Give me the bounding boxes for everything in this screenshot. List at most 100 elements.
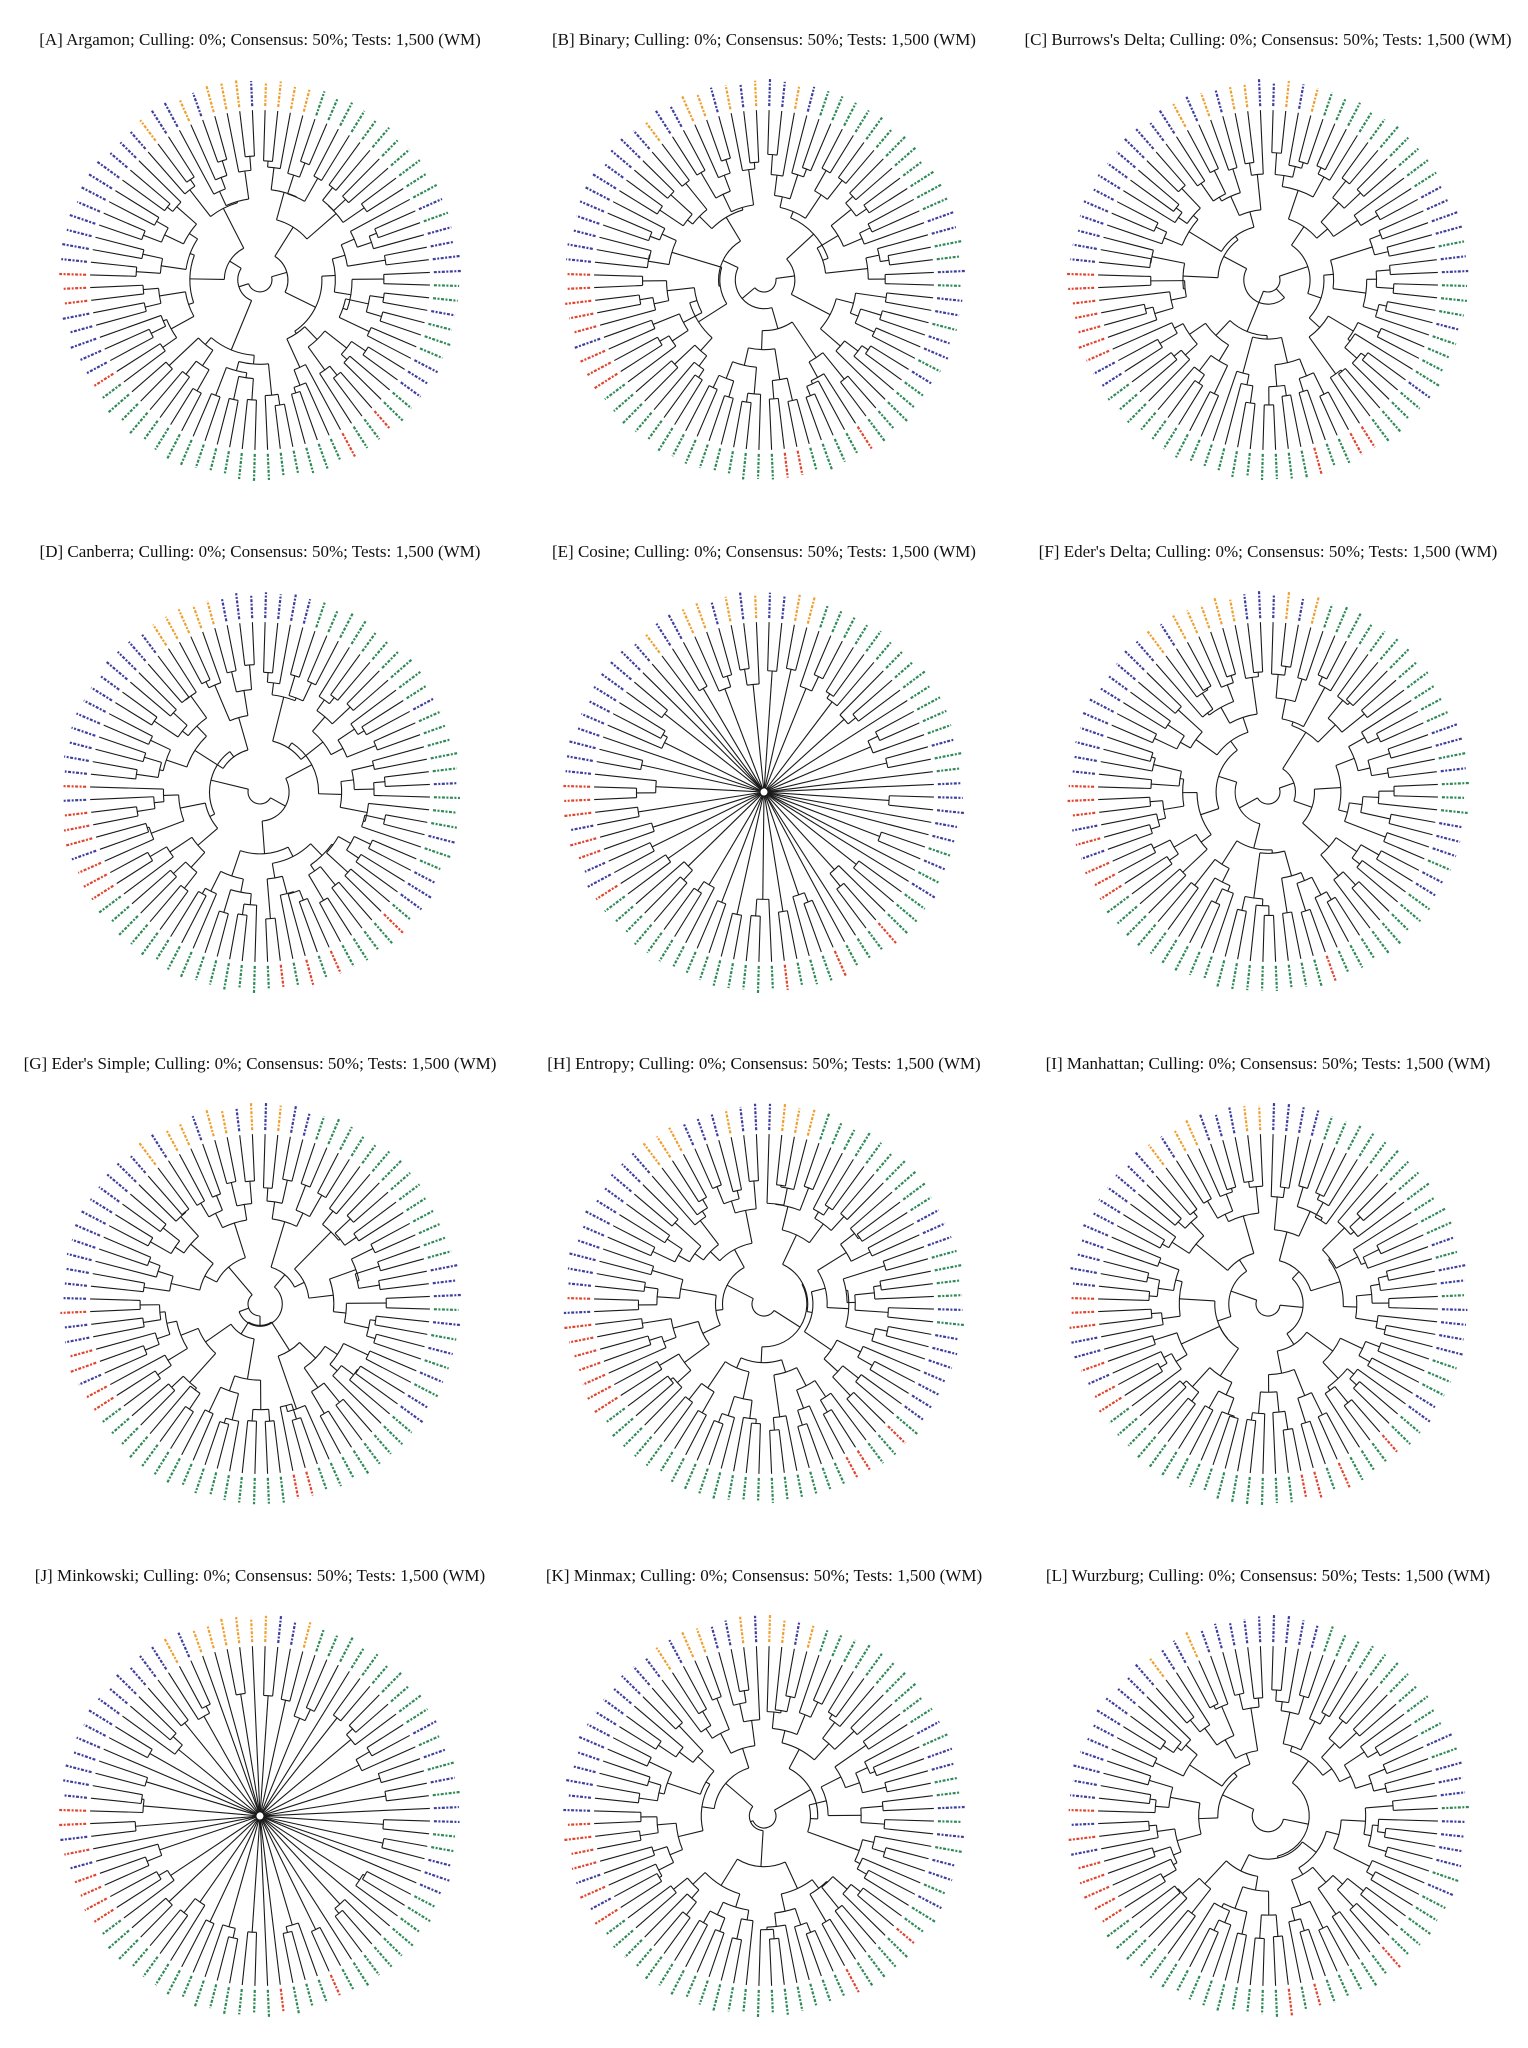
leaf-label-mark	[1414, 1708, 1436, 1724]
leaf-label-mark	[910, 685, 930, 700]
dendrogram-branch	[1325, 1412, 1350, 1454]
dendrogram-branch	[211, 393, 221, 398]
dendrogram-branch	[1352, 1249, 1362, 1265]
dendrogram-branch	[1148, 1821, 1150, 1831]
leaf-label-mark	[1102, 1908, 1122, 1923]
leaf-label-mark	[428, 834, 456, 844]
dendrogram-branch	[376, 1333, 425, 1348]
leaf-label-mark	[107, 393, 130, 414]
leaf-label-mark	[223, 1475, 231, 1501]
dendrogram-branch	[860, 308, 882, 316]
leaf-label-mark	[742, 1476, 747, 1501]
leaf-label-mark	[934, 1776, 958, 1784]
dendrogram-branch	[682, 130, 706, 171]
leaf-label-mark	[101, 383, 122, 400]
dendrogram-branch	[1239, 797, 1258, 809]
dendrogram-branch	[140, 1794, 144, 1804]
leaf-label-mark	[1435, 1250, 1458, 1259]
leaf-label-mark	[433, 1805, 459, 1810]
dendrogram-branch	[276, 219, 308, 240]
leaf-label-mark	[1379, 1149, 1400, 1172]
dendrogram-branch	[202, 119, 219, 163]
dendrogram-branch	[1170, 296, 1187, 301]
dendrogram-branch	[743, 1647, 750, 1691]
dendrogram-branch	[612, 1737, 652, 1758]
dendrogram-branch	[300, 1142, 316, 1184]
dendrogram-branch	[196, 369, 210, 392]
dendrogram-branch	[730, 1137, 743, 1190]
dendrogram-branch	[678, 1254, 690, 1263]
dendrogram-branch	[708, 1423, 724, 1466]
dendrogram-branch	[365, 295, 371, 313]
dendrogram-branch	[678, 313, 689, 331]
dendrogram-branch	[717, 900, 726, 905]
leaf-label-mark	[238, 1988, 243, 2015]
dendrogram-branch	[366, 1871, 412, 1895]
dendrogram-branch	[871, 327, 877, 337]
dendrogram-branch	[594, 274, 643, 277]
leaf-label-mark	[887, 913, 909, 935]
leaf-label-mark	[1381, 1946, 1401, 1968]
dendrogram-branch	[147, 1257, 152, 1266]
dendrogram-branch	[680, 876, 688, 884]
dendrogram-branch	[192, 1923, 215, 1973]
dendrogram-branch	[674, 892, 702, 937]
leaf-label-mark	[70, 337, 97, 349]
dendrogram-branch	[228, 1936, 238, 1940]
dendrogram-branch	[104, 838, 154, 862]
dendrogram-branch	[1360, 352, 1366, 357]
dendrogram-branch	[377, 734, 421, 751]
dendrogram-branch	[334, 1909, 343, 1917]
dendrogram-branch	[1246, 290, 1264, 332]
dendrogram-branch	[1271, 1196, 1284, 1199]
leaf-label-mark	[647, 420, 663, 441]
dendrogram-branch	[836, 298, 854, 304]
dendrogram-branch	[767, 791, 890, 801]
dendrogram-branch	[822, 1414, 846, 1454]
dendrogram-branch	[1247, 1135, 1254, 1182]
dendrogram-branch	[718, 1139, 734, 1192]
dendrogram-branch	[854, 322, 875, 333]
dendrogram-branch	[619, 190, 658, 215]
dendrogram-branch	[230, 1182, 238, 1207]
leaf-label-mark	[1371, 1442, 1388, 1463]
dendrogram-branch	[1392, 1795, 1437, 1802]
dendrogram-branch	[95, 1772, 146, 1787]
dendrogram-branch	[1148, 1291, 1151, 1301]
leaf-label-mark	[327, 1118, 341, 1145]
dendrogram-branch	[259, 1819, 281, 1985]
dendrogram-branch	[603, 830, 655, 850]
dendrogram-branch	[659, 228, 666, 241]
dendrogram-branch	[682, 1154, 708, 1198]
dendrogram-branch	[1103, 1335, 1153, 1350]
dendrogram-branch	[804, 194, 822, 219]
dendrogram-branch	[1351, 352, 1362, 364]
dendrogram-branch	[762, 795, 765, 900]
dendrogram-branch	[1159, 1239, 1166, 1249]
dendrogram-branch	[672, 136, 698, 176]
dendrogram-branch	[1223, 256, 1247, 270]
dendrogram-branch	[1314, 787, 1341, 790]
dendrogram-branch	[1353, 1387, 1390, 1424]
dendrogram-branch	[861, 345, 869, 351]
dendrogram-branch	[1241, 1911, 1248, 1935]
dendrogram-branch	[184, 1722, 258, 1814]
dendrogram-branch	[1118, 338, 1158, 362]
dendrogram-branch	[1353, 215, 1362, 226]
dendrogram-branch	[168, 648, 197, 693]
leaf-label-mark	[911, 1906, 937, 1923]
dendrogram-branch	[640, 1832, 659, 1837]
dendrogram-branch	[718, 172, 731, 179]
leaf-label-mark	[1203, 444, 1213, 468]
leaf-label-mark	[931, 226, 957, 235]
dendrogram-branch	[1248, 1181, 1251, 1188]
dendrogram-branch	[672, 1672, 700, 1715]
dendrogram-branch	[1234, 1137, 1245, 1183]
leaf-label-mark	[106, 1173, 128, 1193]
dendrogram-branch	[649, 1335, 662, 1341]
dendrogram-branch	[1332, 288, 1366, 294]
dendrogram-branch	[135, 769, 138, 779]
dendrogram-branch	[705, 1781, 711, 1785]
dendrogram-branch	[166, 206, 174, 212]
dendrogram-branch	[1393, 283, 1438, 286]
